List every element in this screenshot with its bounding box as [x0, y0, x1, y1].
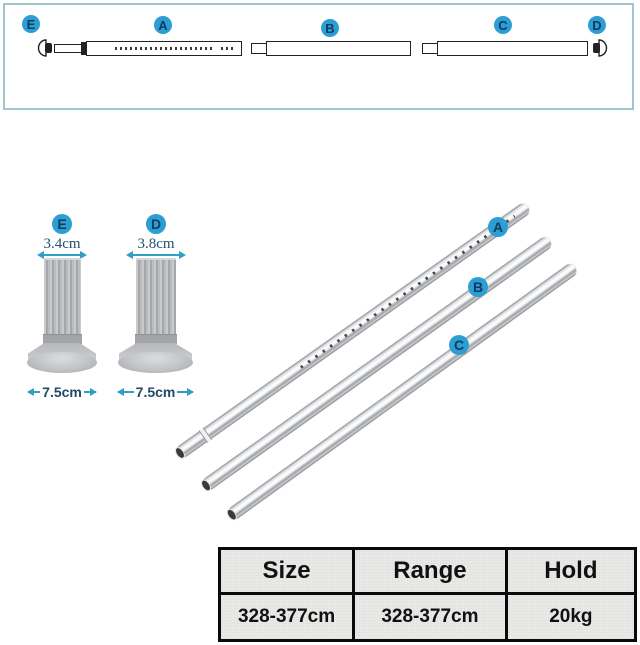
part-badge-b: B: [321, 19, 339, 37]
rod-b-connector: [251, 43, 267, 54]
end-cap-d-icon: [593, 39, 608, 57]
foot-e-base: [27, 352, 97, 373]
assembly-diagram-box: E A B C D: [3, 3, 634, 110]
part-badge-d: D: [588, 16, 606, 34]
rod-a-open-end: [172, 445, 187, 461]
spec-header-size: Size: [221, 550, 353, 592]
rod-b-open-end: [199, 477, 214, 494]
spec-value-hold: 20kg: [507, 594, 634, 639]
spec-value-range: 328-377cm: [355, 594, 505, 639]
rod-b-tube: [266, 41, 411, 56]
spec-header-range: Range: [355, 550, 505, 592]
foot-e-base-dim: 7.5cm: [26, 384, 98, 400]
end-cap-e-icon: [37, 39, 52, 57]
part-badge-a: A: [154, 16, 172, 34]
spec-header-hold: Hold: [507, 550, 634, 592]
arrow-right-icon: [83, 388, 98, 396]
spec-value-size: 328-377cm: [221, 594, 353, 639]
rod-c-tube: [437, 41, 588, 56]
rod-badge-b: B: [468, 277, 488, 297]
arrow-left-icon: [26, 388, 41, 396]
spec-table: Size Range Hold 328-377cm 328-377cm 20kg: [218, 547, 637, 642]
foot-d-diameter-arrow: [126, 251, 186, 259]
rod-badge-c: C: [449, 335, 469, 355]
rod-a-joint: [81, 42, 86, 55]
foot-d-base-dim: 7.5cm: [117, 384, 194, 400]
foot-d-ring: [135, 334, 177, 344]
foot-badge-e: E: [52, 214, 72, 234]
rod-a-main-tube: [86, 41, 242, 56]
foot-e-cylinder: [44, 258, 81, 338]
adjustment-holes: [221, 47, 236, 50]
foot-d-diameter: 3.8cm: [137, 236, 175, 252]
adjustment-holes: [115, 47, 215, 50]
rod-b-photo: [199, 235, 554, 494]
rod-badge-a: A: [488, 217, 508, 237]
rod-a-inner-tube: [54, 44, 82, 53]
foot-e-base-width: 7.5cm: [42, 384, 82, 400]
rod-c-open-end: [224, 507, 239, 523]
foot-e-diameter: 3.4cm: [43, 236, 81, 252]
arrow-left-icon: [117, 388, 134, 396]
foot-d-base-width: 7.5cm: [135, 384, 176, 400]
foot-e-ring: [43, 334, 82, 344]
part-badge-e: E: [22, 15, 40, 33]
rod-c-connector: [422, 43, 438, 54]
part-badge-c: C: [494, 16, 512, 34]
foot-e-diameter-arrow: [37, 251, 87, 259]
foot-badge-d: D: [146, 214, 166, 234]
foot-d-cylinder: [136, 258, 176, 338]
rod-a-collar: [198, 427, 213, 443]
foot-d-base: [118, 352, 193, 373]
arrow-right-icon: [177, 388, 194, 396]
